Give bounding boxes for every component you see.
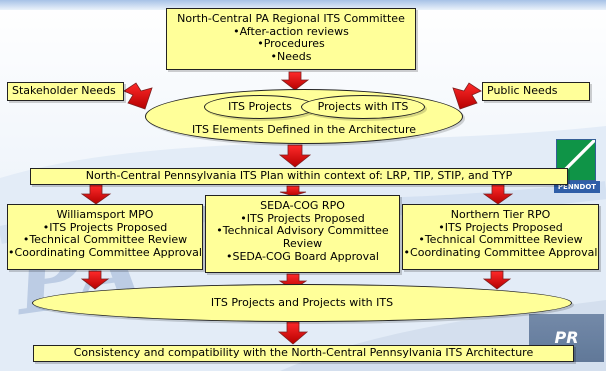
its-projects-label: ITS Projects: [228, 100, 292, 113]
down-arrow-bottom: [277, 321, 309, 345]
projects-with-its-pill: Projects with ITS: [301, 95, 425, 119]
williamsport-mpo-box: Williamsport MPO •ITS Projects Proposed …: [7, 204, 203, 270]
northern-tier-rpo-item: •Technical Committee Review: [418, 233, 583, 247]
stakeholder-needs-box: Stakeholder Needs: [7, 82, 124, 101]
its-projects-and-projects-with-its-label: ITS Projects and Projects with ITS: [210, 296, 394, 309]
down-arrow-to-plan: [278, 144, 312, 168]
regional-committee-item: •Procedures: [257, 37, 325, 51]
seda-cog-rpo-item: •ITS Projects Proposed: [240, 211, 365, 225]
williamsport-mpo-item: •ITS Projects Proposed: [42, 220, 168, 234]
its-projects-pill: ITS Projects: [204, 95, 316, 119]
regional-committee-item: •Needs: [270, 49, 312, 63]
consistency-compatibility-box: Consistency and compatibility with the N…: [33, 345, 574, 362]
northern-tier-rpo-item: •Coordinating Committee Approval: [403, 245, 598, 259]
its-projects-and-projects-with-its-ellipse: ITS Projects and Projects with ITS: [32, 284, 572, 322]
seda-cog-rpo-item: •Technical Advisory Committee: [216, 224, 389, 238]
seda-cog-rpo-item: •SEDA-COG Board Approval: [226, 249, 379, 263]
public-needs-label: Public Needs: [487, 84, 558, 97]
public-needs-box: Public Needs: [482, 82, 590, 101]
projects-with-its-label: Projects with ITS: [317, 100, 409, 113]
public-needs-arrow: [452, 82, 482, 110]
down-arrow-to-mpo: [80, 184, 112, 205]
down-arrow-top: [280, 71, 310, 91]
northern-tier-rpo-title: Northern Tier RPO: [450, 208, 551, 221]
williamsport-mpo-title: Williamsport MPO: [56, 208, 154, 221]
its-elements-ellipse: ITS Elements Defined in the Architecture: [145, 89, 463, 144]
seda-cog-rpo-item: Review: [282, 236, 323, 250]
down-arrow-northern-to-projects: [482, 270, 512, 290]
its-plan-box: North-Central Pennsylvania ITS Plan with…: [30, 168, 568, 185]
stakeholder-needs-arrow: [123, 82, 153, 110]
down-arrow-to-northern: [482, 184, 514, 205]
consistency-compatibility-label: Consistency and compatibility with the N…: [73, 346, 534, 359]
regional-committee-box: North-Central PA Regional ITS Committee …: [166, 8, 416, 70]
its-elements-label: ITS Elements Defined in the Architecture: [191, 123, 416, 136]
regional-committee-item: •After-action reviews: [233, 24, 349, 38]
background-top-band: [0, 0, 606, 10]
seda-cog-rpo-title: SEDA-COG RPO: [260, 199, 345, 212]
northern-tier-rpo-item: •ITS Projects Proposed: [438, 220, 563, 234]
williamsport-mpo-item: •Coordinating Committee Approval: [8, 245, 202, 259]
northern-tier-rpo-box: Northern Tier RPO •ITS Projects Proposed…: [402, 204, 599, 270]
williamsport-mpo-item: •Technical Committee Review: [22, 233, 188, 247]
regional-committee-title: North-Central PA Regional ITS Committee: [177, 12, 405, 25]
seda-cog-rpo-box: SEDA-COG RPO •ITS Projects Proposed •Tec…: [205, 195, 400, 273]
stakeholder-needs-label: Stakeholder Needs: [12, 84, 116, 97]
its-plan-label: North-Central Pennsylvania ITS Plan with…: [85, 169, 513, 182]
